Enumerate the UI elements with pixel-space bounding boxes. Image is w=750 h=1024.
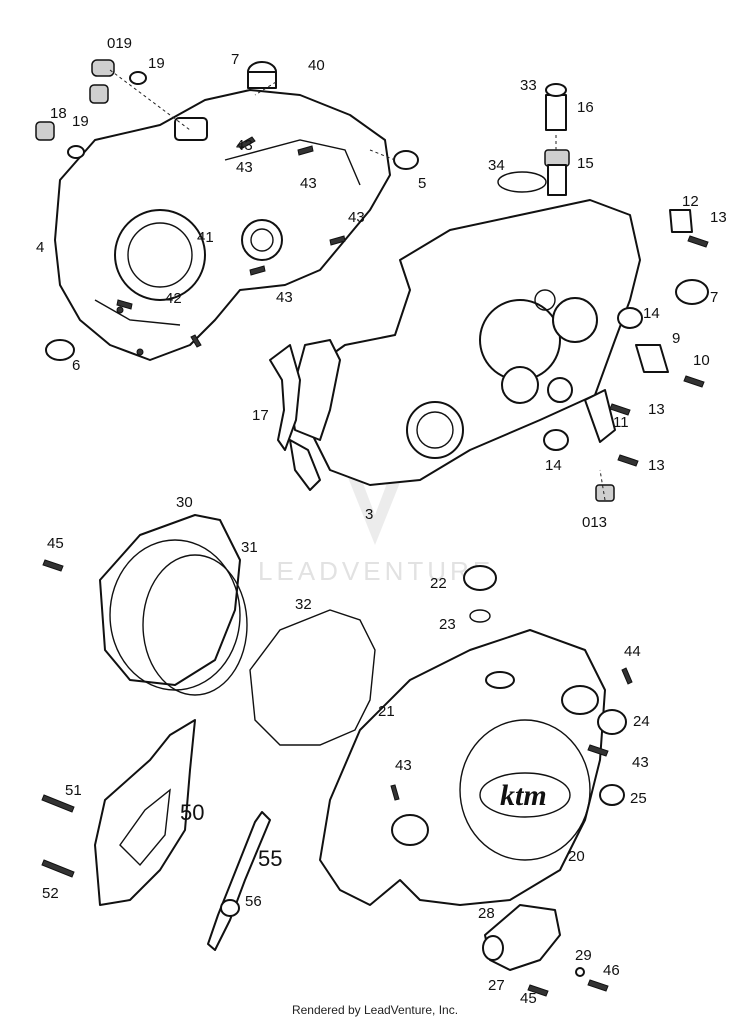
callout-45: 45 <box>520 990 537 1007</box>
ktm-logo: ktm <box>500 779 547 812</box>
callout-44: 44 <box>624 643 641 660</box>
callout-34: 34 <box>488 157 505 174</box>
callout-14: 14 <box>643 305 660 322</box>
callout-46: 46 <box>603 962 620 979</box>
callout-43: 43 <box>632 754 649 771</box>
right-crankcase-half <box>289 199 641 491</box>
callout-22: 22 <box>430 575 447 592</box>
callout-18: 18 <box>50 105 67 122</box>
callout-43: 43 <box>236 137 253 154</box>
callout-7: 7 <box>231 51 239 68</box>
callout-28: 28 <box>478 905 495 922</box>
callout-43: 43 <box>276 289 293 306</box>
watermark: LEADVENTURE <box>258 470 494 586</box>
callout-50: 50 <box>180 800 204 825</box>
callout-13: 13 <box>648 457 665 474</box>
callout-6: 6 <box>72 357 80 374</box>
callout-019: 019 <box>107 35 132 52</box>
callout-12: 12 <box>682 193 699 210</box>
callout-32: 32 <box>295 596 312 613</box>
callout-4: 4 <box>36 239 44 256</box>
gasket-32 <box>249 609 376 746</box>
footer-credit: Rendered by LeadVenture, Inc. <box>291 1003 459 1017</box>
callout-10: 10 <box>693 352 710 369</box>
callout-43: 43 <box>395 757 412 774</box>
callout-43: 43 <box>348 209 365 226</box>
callout-13: 13 <box>710 209 727 226</box>
left-case-screws <box>116 136 346 348</box>
top-left-small-parts <box>35 59 419 361</box>
callout-41: 41 <box>197 229 214 246</box>
callout-55: 55 <box>258 846 282 871</box>
callout-43: 43 <box>300 175 317 192</box>
callout-21: 21 <box>378 703 395 720</box>
callout-33: 33 <box>520 77 537 94</box>
gasket-17 <box>269 344 301 451</box>
callout-56: 56 <box>245 893 262 910</box>
callout-40: 40 <box>308 57 325 74</box>
left-crankcase-half <box>54 89 391 361</box>
callout-5: 5 <box>418 175 426 192</box>
callout-14: 14 <box>545 457 562 474</box>
callout-27: 27 <box>488 977 505 994</box>
clutch-cover-small-parts <box>390 565 633 997</box>
callout-43: 43 <box>236 159 253 176</box>
callout-9: 9 <box>672 330 680 347</box>
callout-17: 17 <box>252 407 269 424</box>
callout-25: 25 <box>630 790 647 807</box>
callout-11: 11 <box>613 414 629 431</box>
ignition-cover-30 <box>42 514 241 691</box>
callout-19: 19 <box>148 55 165 72</box>
callout-31: 31 <box>241 539 258 556</box>
callout-30: 30 <box>176 494 193 511</box>
clutch-cover-20: ktm <box>319 629 606 906</box>
callout-52: 52 <box>42 885 59 902</box>
callout-29: 29 <box>575 947 592 964</box>
callout-45: 45 <box>47 535 64 552</box>
bracket-55 <box>207 811 271 951</box>
chain-guard-50 <box>41 719 196 906</box>
callout-20: 20 <box>568 848 585 865</box>
callout-42: 42 <box>165 290 182 307</box>
callout-19: 19 <box>72 113 89 130</box>
watermark-text: LEADVENTURE <box>258 556 494 586</box>
callout-7: 7 <box>710 289 718 306</box>
callout-labels: 019 19 7 40 33 16 18 19 43 43 43 5 34 15… <box>36 35 727 1007</box>
callout-013: 013 <box>582 514 607 531</box>
callout-24: 24 <box>633 713 650 730</box>
callout-51: 51 <box>65 782 82 799</box>
o-ring-31 <box>142 554 248 696</box>
right-small-parts <box>497 83 709 502</box>
callout-23: 23 <box>439 616 456 633</box>
callout-13: 13 <box>648 401 665 418</box>
callout-15: 15 <box>577 155 594 172</box>
callout-16: 16 <box>577 99 594 116</box>
callout-3: 3 <box>365 506 373 523</box>
